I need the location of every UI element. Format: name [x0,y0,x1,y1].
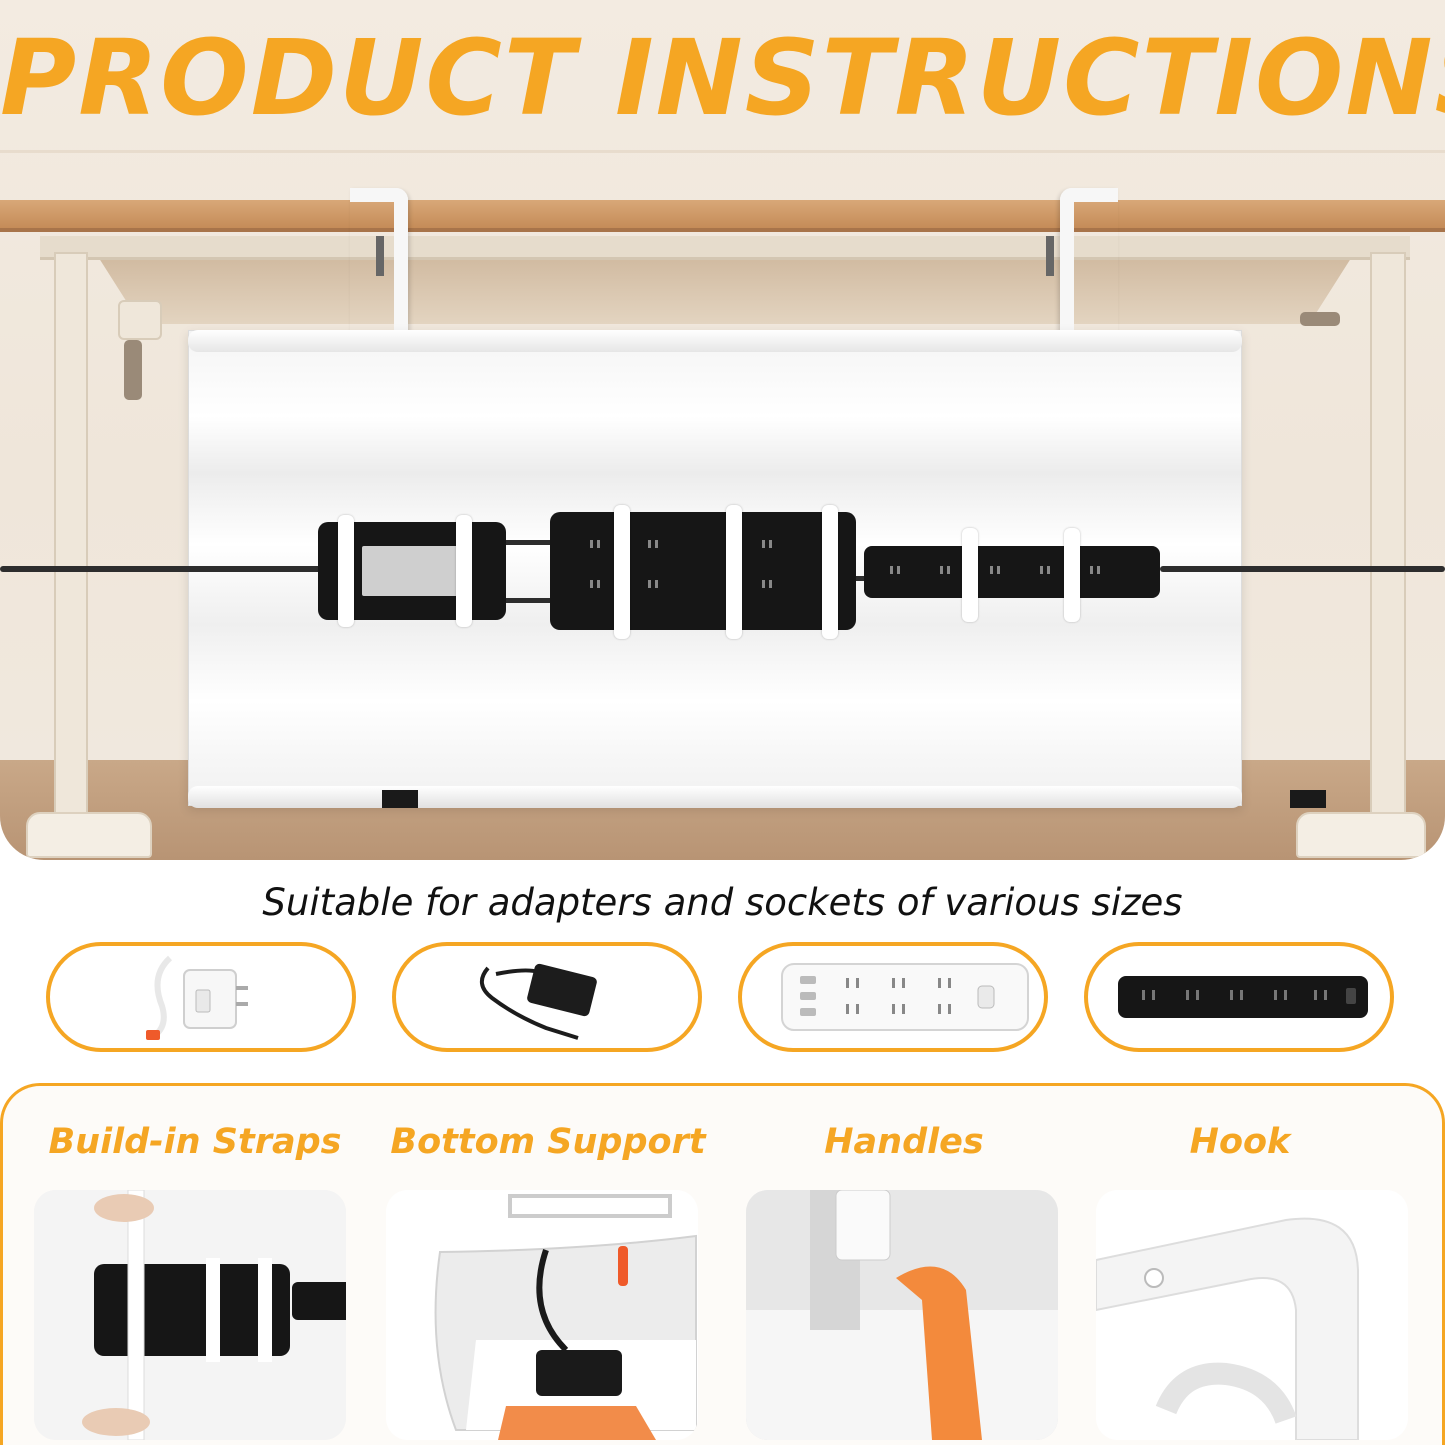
tray-bottom-edge [188,786,1242,808]
clamp-bolt-right [1046,236,1054,276]
tray-bar-left [382,790,418,808]
page-title: PRODUCT INSTRUCTIONS [0,17,1445,139]
hook-illustration [1096,1190,1408,1440]
usb-charger-icon [146,955,248,1040]
hero-photo: PRODUCT INSTRUCTIONS [0,0,1445,860]
white-power-strip-icon [781,963,1029,1031]
adapter-cable-top [500,540,560,545]
power-cable-right [1160,566,1445,572]
handles-illustration [746,1190,1058,1440]
desk-leg-left [54,252,88,832]
socket-hole [1040,566,1050,574]
strap [614,505,630,639]
laptop-adapter-icon [480,963,597,1040]
clamp-right [1060,188,1118,353]
leg-bracket-left [118,300,162,340]
device-option-laptop-adapter [392,942,702,1052]
strap [456,515,472,627]
tray-top-edge [188,330,1242,352]
subtitle: Suitable for adapters and sockets of var… [262,881,1183,924]
feature-image-bottom-support [386,1190,698,1440]
device-option-white-power-strip [738,942,1048,1052]
leg-slot-left [124,340,142,400]
feature-label-hook: Hook [1189,1122,1291,1162]
strap [962,528,978,622]
feature-label-handles: Handles [824,1122,984,1162]
desk-leg-right [1370,252,1406,832]
socket-hole [590,580,600,588]
strap [726,505,742,639]
desk-foot-left [26,812,152,858]
feature-image-straps [34,1190,346,1440]
bottom-support-illustration [386,1190,698,1440]
desk-top [0,200,1445,232]
device-option-usb-charger [46,942,356,1052]
adapter-label-sticker [362,546,460,596]
socket-hole [1090,566,1100,574]
feature-label-bottom-support: Bottom Support [390,1122,706,1162]
feature-label-straps: Build-in Straps [48,1122,342,1162]
socket-hole [762,580,772,588]
socket-hole [648,580,658,588]
feature-image-handles [746,1190,1058,1440]
socket-hole [648,540,658,548]
small-power-strip [864,546,1160,598]
device-option-black-power-strip [1084,942,1394,1052]
adapter-cable-bottom [500,598,560,603]
power-cable-left [0,566,330,572]
feature-image-hook [1096,1190,1408,1440]
clamp-bolt-left [376,236,384,276]
socket-hole [590,540,600,548]
desk-rail [40,236,1410,260]
wall-panel-line [0,150,1445,153]
socket-hole [990,566,1000,574]
black-power-strip-icon [1118,976,1368,1018]
strap [822,505,838,639]
socket-hole [940,566,950,574]
straps-illustration [34,1190,346,1440]
desk-foot-right [1296,812,1426,858]
socket-hole [890,566,900,574]
large-power-strip [550,512,856,630]
leg-slot-right [1300,312,1340,326]
tray-bar-right [1290,790,1326,808]
strap [1064,528,1080,622]
strip-link-cable [850,576,870,581]
strap [338,515,354,627]
socket-hole [762,540,772,548]
